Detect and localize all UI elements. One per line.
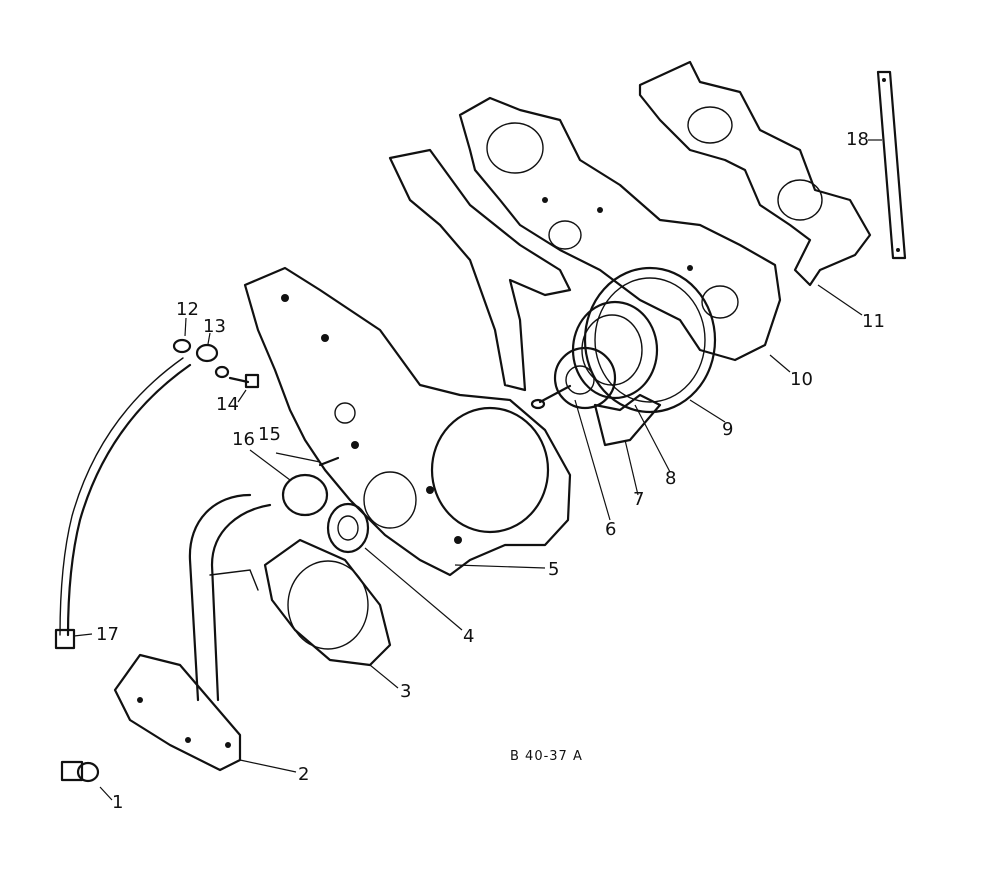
- callout-13: 13: [203, 316, 226, 337]
- callout-2: 2: [298, 764, 309, 785]
- drawing-code: B 40-37 A: [510, 749, 583, 764]
- callout-17: 17: [96, 624, 119, 645]
- callout-14: 14: [216, 394, 239, 415]
- callout-16: 16: [232, 429, 255, 450]
- leader-lines: [73, 139, 882, 801]
- callout-8: 8: [665, 468, 676, 489]
- callout-7: 7: [633, 489, 644, 510]
- thin-gasket-frame: [388, 148, 572, 392]
- callout-5: 5: [548, 559, 559, 580]
- part-1-union-nut: [60, 760, 100, 783]
- timing-cover: [243, 266, 572, 577]
- callout-11: 11: [862, 311, 885, 332]
- callout-1: 1: [112, 792, 123, 813]
- part-3-gasket: [263, 538, 392, 667]
- part-17-feed-pipe: [54, 357, 192, 650]
- part-10-back-plate: [458, 96, 782, 362]
- callout-3: 3: [400, 681, 411, 702]
- part-11-gasket: [638, 60, 872, 287]
- part-6-pulley: [530, 346, 617, 410]
- callout-6: 6: [605, 519, 616, 540]
- callout-10: 10: [790, 369, 813, 390]
- callout-4: 4: [463, 626, 474, 647]
- callout-labels: 1 2 3 4 5 6 7 8 9 10 11 12 13 14 15 16 1…: [96, 129, 885, 813]
- callout-15: 15: [258, 424, 281, 445]
- part-14-bolt: [214, 365, 260, 389]
- part-2-pump-cover: [113, 653, 242, 772]
- callout-12: 12: [176, 299, 199, 320]
- part-2-oil-pipe: [188, 493, 272, 702]
- part-12-washer: [172, 338, 192, 354]
- part-18-strip: [876, 70, 907, 260]
- part-13-banjo: [195, 343, 219, 363]
- part-9-flange-ring: [583, 266, 717, 414]
- part-7-bracket: [593, 393, 662, 447]
- callout-9: 9: [722, 419, 733, 440]
- part-4-oil-seal: [326, 502, 370, 554]
- part-16-cap: [281, 473, 329, 517]
- part-15-dowel: [318, 456, 340, 467]
- callout-18: 18: [846, 129, 869, 150]
